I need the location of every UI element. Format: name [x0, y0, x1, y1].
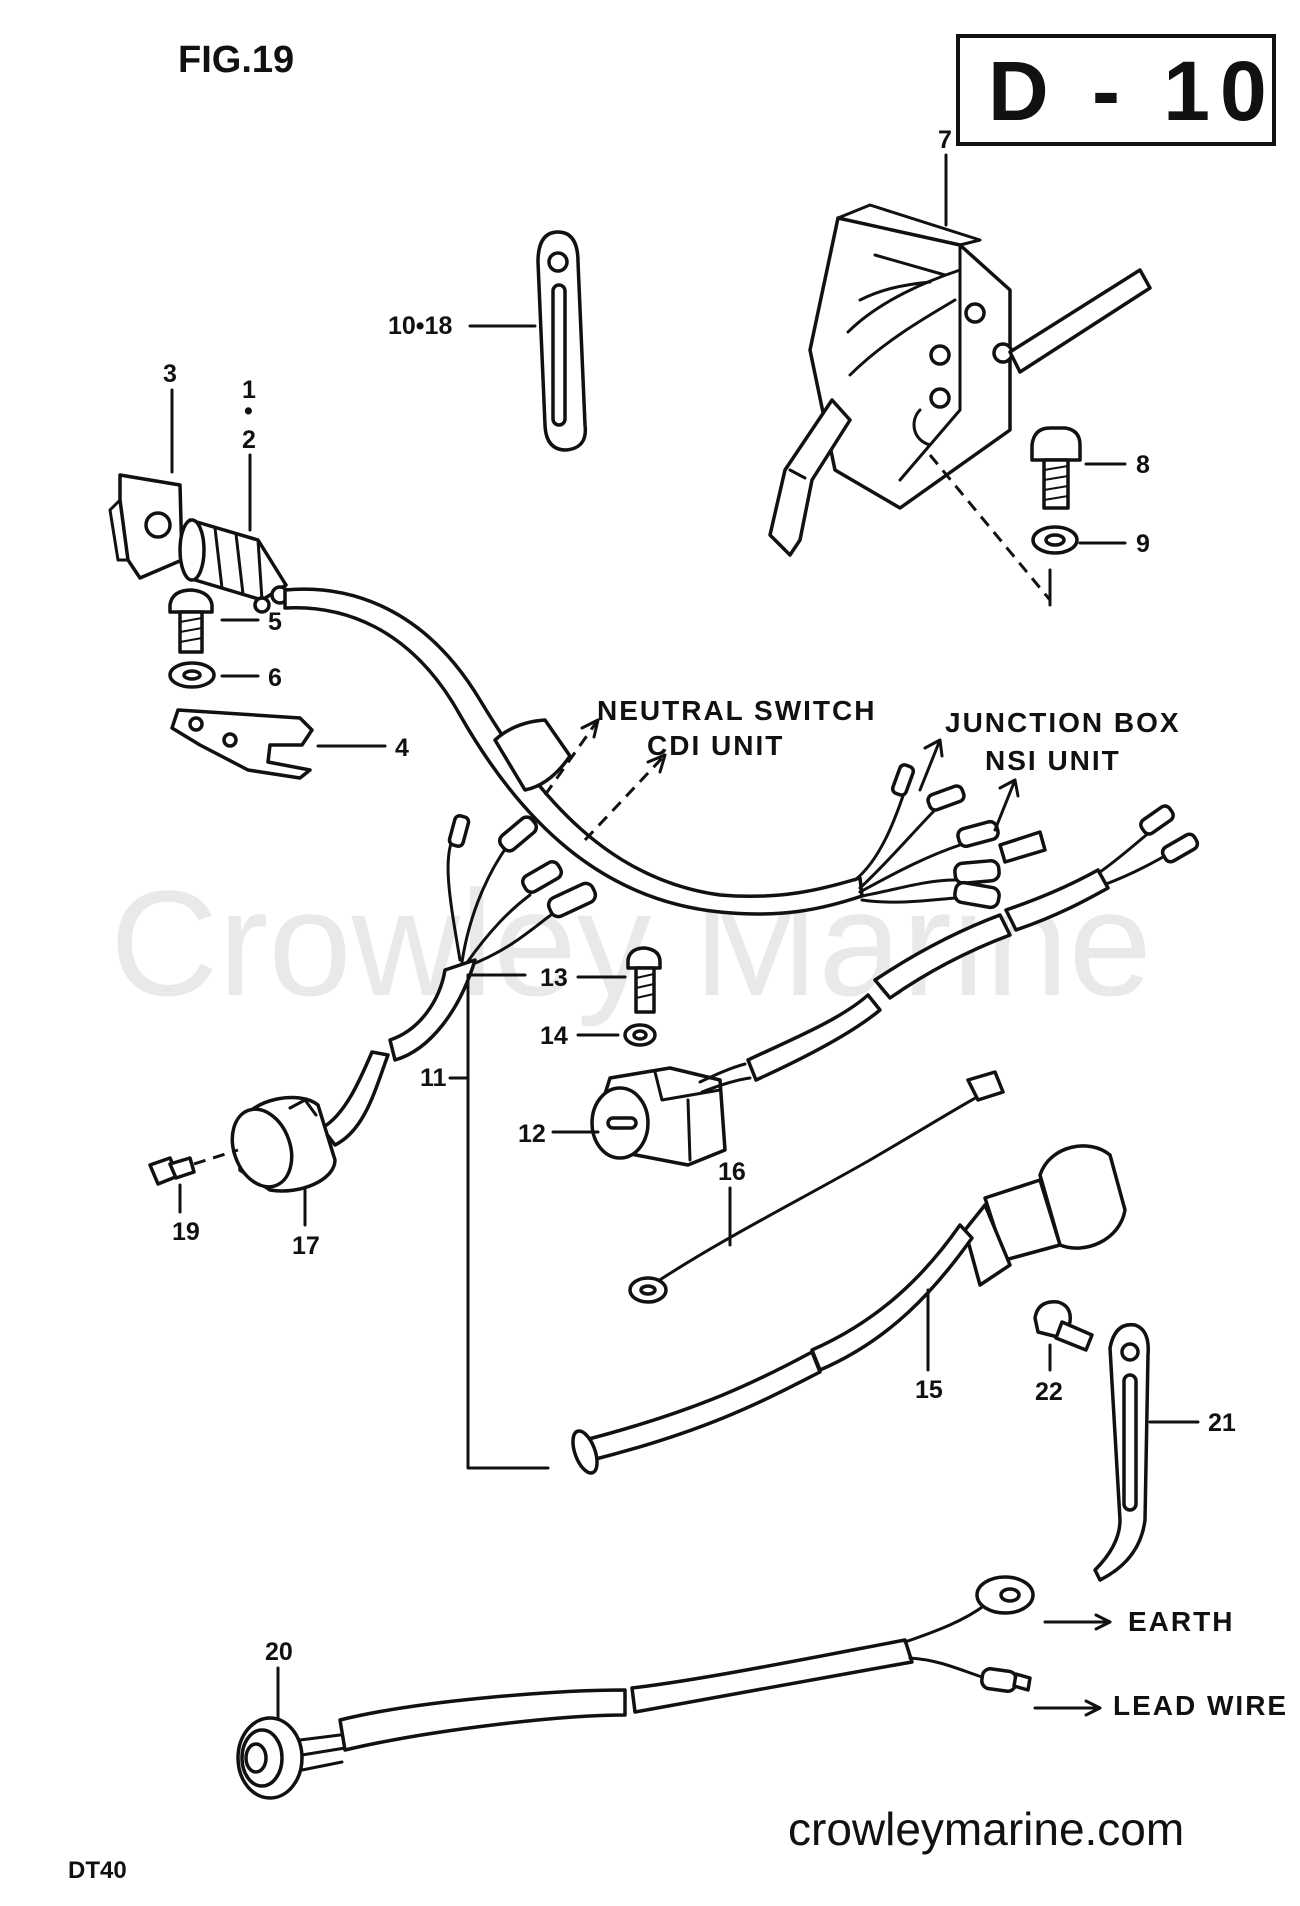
- washer-part-9: [1031, 525, 1079, 555]
- label-part-1-2-separator: •: [244, 397, 253, 425]
- clamp-strap-part-21: [1093, 1322, 1150, 1582]
- label-part-13: 13: [540, 964, 568, 992]
- washer-part-6: [168, 661, 216, 689]
- callout-earth: EARTH: [1128, 1606, 1234, 1637]
- model-label: DT40: [68, 1857, 127, 1884]
- callout-junction-box: JUNCTION BOX: [945, 707, 1181, 738]
- label-part-20: 20: [265, 1638, 293, 1666]
- callout-cdi-unit: CDI UNIT: [647, 730, 784, 761]
- website-watermark: crowleymarine.com: [788, 1803, 1184, 1855]
- label-part-7: 7: [938, 126, 952, 154]
- callout-neutral-switch: NEUTRAL SWITCH: [597, 695, 876, 726]
- label-part-5: 5: [268, 608, 282, 636]
- connector-part-12: [590, 1066, 727, 1167]
- earth-lead-part-16: [628, 1070, 1005, 1304]
- label-part-8: 8: [1136, 451, 1150, 479]
- label-part-6: 6: [268, 664, 282, 692]
- label-part-3: 3: [163, 360, 177, 388]
- label-part-11: 11: [420, 1064, 447, 1092]
- bracket-part-11: [466, 973, 550, 1470]
- callout-lead-wire: LEAD WIRE: [1113, 1690, 1288, 1721]
- label-part-21: 21: [1208, 1409, 1236, 1437]
- label-part-9: 9: [1136, 530, 1150, 558]
- neutral-switch-part-1-2: [178, 518, 290, 614]
- label-part-1: 1: [242, 376, 256, 404]
- label-part-4: 4: [395, 734, 409, 762]
- left-harness-part-11: [320, 814, 598, 1147]
- label-part-14: 14: [540, 1022, 568, 1050]
- label-part-22: 22: [1035, 1378, 1063, 1406]
- bracket-part-3: [108, 473, 184, 580]
- label-part-2: 2: [242, 426, 256, 454]
- bolt-part-8: [1030, 426, 1082, 510]
- harness-part-20: [236, 1575, 1035, 1800]
- label-part-10-18: 10•18: [388, 312, 452, 340]
- screw-part-13: [626, 946, 662, 1014]
- label-part-16: 16: [718, 1158, 746, 1186]
- section-code: D - 10: [988, 44, 1277, 138]
- washer-part-14: [623, 1023, 657, 1047]
- cap-part-17: [230, 1095, 337, 1193]
- stop-switch-part-15: [571, 1144, 1127, 1475]
- section-code-box: [956, 34, 1276, 146]
- label-part-15: 15: [915, 1376, 943, 1404]
- screw-part-22: [1033, 1300, 1094, 1352]
- figure-number: FIG.19: [178, 39, 294, 81]
- harness-12-to-lead: [698, 804, 1200, 1094]
- junction-box-part-7: [768, 203, 1152, 557]
- label-part-17: 17: [292, 1232, 320, 1260]
- bracket-plate-part-4: [170, 708, 314, 780]
- label-part-19: 19: [172, 1218, 200, 1246]
- clamp-strap-part-10-18: [536, 230, 588, 452]
- harness-terminals-junction: [853, 763, 1047, 910]
- label-part-12: 12: [518, 1120, 546, 1148]
- screw-part-5: [168, 588, 214, 654]
- screw-part-19: [148, 1156, 196, 1186]
- callout-nsi-unit: NSI UNIT: [985, 745, 1121, 776]
